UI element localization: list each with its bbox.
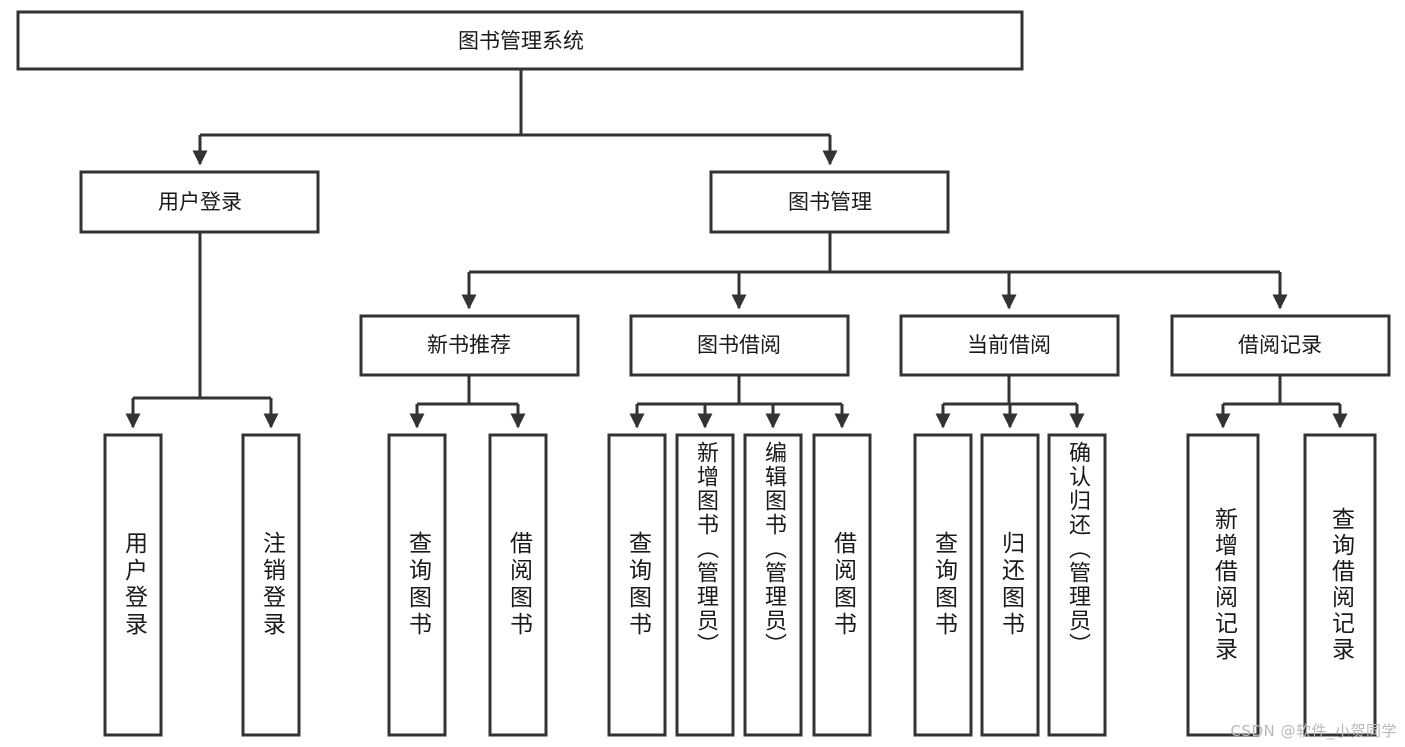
node-book-manage-label: 图书管理	[788, 190, 872, 214]
node-current-borrow-label: 当前借阅	[967, 333, 1051, 357]
node-new-book-recommend-label: 新书推荐	[427, 333, 511, 357]
leaf-user-login-box[interactable]	[103, 433, 163, 737]
connector-borrow-record-bus	[1223, 375, 1340, 406]
connector-current-borrow-bus	[943, 375, 1077, 406]
leaf-nodes-layer	[103, 433, 1377, 737]
leaf-return-book-box[interactable]	[980, 433, 1040, 737]
leaf-add-book-box[interactable]	[675, 433, 735, 737]
node-root-label: 图书管理系统	[458, 29, 584, 53]
node-book-borrow[interactable]: 图书借阅	[629, 314, 850, 377]
leaf-add-record-box[interactable]	[1186, 433, 1260, 737]
node-book-borrow-label: 图书借阅	[697, 333, 781, 357]
node-book-manage[interactable]: 图书管理	[709, 170, 950, 234]
connector-book-borrow-bus	[637, 375, 842, 406]
node-new-book-recommend[interactable]: 新书推荐	[359, 314, 580, 377]
node-user-login-label: 用户登录	[158, 190, 242, 214]
node-book-manage-box	[709, 170, 950, 234]
leaf-query-book-1-box[interactable]	[387, 433, 447, 737]
connector-user-login-bus	[133, 233, 271, 400]
node-borrow-record[interactable]: 借阅记录	[1170, 314, 1391, 377]
node-current-borrow[interactable]: 当前借阅	[899, 314, 1120, 377]
node-new-book-recommend-box	[359, 314, 580, 377]
node-user-login-box	[79, 170, 320, 234]
leaf-query-book-3-box[interactable]	[913, 433, 973, 737]
node-borrow-record-box	[1170, 314, 1391, 377]
leaf-user-logout-box[interactable]	[241, 433, 301, 737]
node-user-login[interactable]: 用户登录	[79, 170, 320, 234]
connector-layer	[125, 69, 1348, 429]
node-current-borrow-box	[899, 314, 1120, 377]
node-borrow-record-label: 借阅记录	[1238, 333, 1322, 357]
node-root-box	[16, 10, 1024, 71]
connector-new-book-bus	[417, 375, 518, 406]
leaf-borrow-book-2-box[interactable]	[812, 433, 872, 737]
node-root[interactable]: 图书管理系统	[16, 10, 1024, 71]
connector-root-bus	[200, 69, 830, 137]
leaf-query-record-box[interactable]	[1303, 433, 1377, 737]
connector-book-manage-bus	[469, 233, 1280, 274]
node-book-borrow-box	[629, 314, 850, 377]
csdn-watermark: CSDN @软件_小贺同学	[1230, 722, 1397, 740]
leaf-query-book-2-box[interactable]	[607, 433, 667, 737]
leaf-edit-book-box[interactable]	[743, 433, 803, 737]
leaf-borrow-book-1-box[interactable]	[488, 433, 548, 737]
leaf-confirm-return-box[interactable]	[1047, 433, 1107, 737]
